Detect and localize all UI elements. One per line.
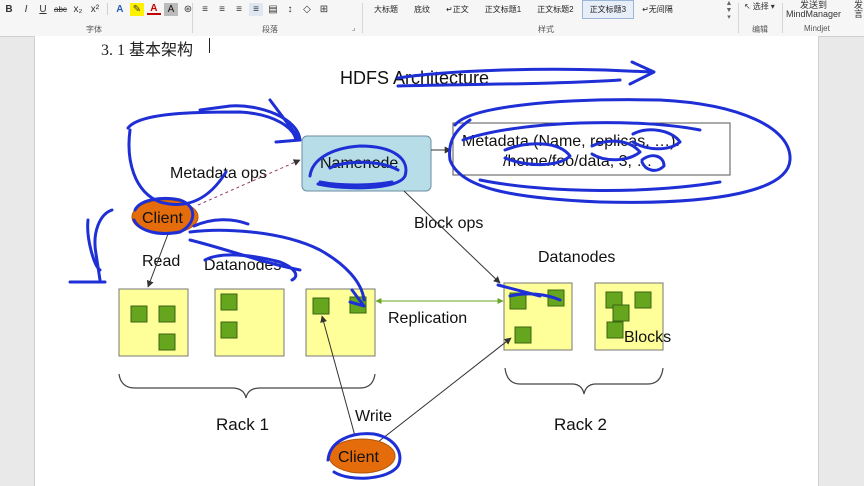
justify-icon[interactable]: ≡ bbox=[249, 2, 263, 16]
style-item[interactable]: 底纹 bbox=[414, 5, 430, 14]
ribbon-separator bbox=[106, 3, 108, 15]
block-square bbox=[514, 326, 532, 344]
metadata-ops-arrow bbox=[197, 159, 301, 206]
font-group-label: 字体 bbox=[86, 25, 102, 34]
block-square bbox=[220, 321, 238, 339]
align-left-icon[interactable]: ≡ bbox=[202, 3, 208, 15]
superscript-button[interactable]: x² bbox=[90, 3, 100, 15]
block-ops-label: Block ops bbox=[414, 215, 483, 232]
style-item[interactable]: 大标题 bbox=[374, 5, 398, 14]
select-button[interactable]: ↖选择▾ bbox=[744, 2, 775, 11]
metadata-line-2: /home/foo/data, 3, … bbox=[503, 153, 652, 170]
rack2-brace bbox=[504, 367, 664, 395]
ribbon: B I U abc x₂ x² A ✎ A A ⊛ 字体 ≡ ≡ ≡ ≡ ▤ ↕… bbox=[0, 0, 864, 37]
style-item[interactable]: ↵正文 bbox=[446, 5, 469, 14]
section-heading[interactable]: 3. 1 基本架构 bbox=[101, 42, 194, 59]
edit-group-label: 编辑 bbox=[752, 25, 768, 34]
read-label: Read bbox=[142, 253, 180, 270]
underline-button[interactable]: U bbox=[39, 3, 47, 15]
send-to-mindmanager-button[interactable]: 发送到 MindManager bbox=[786, 0, 842, 19]
ribbon-group-divider bbox=[782, 3, 783, 33]
ribbon-group-divider bbox=[192, 3, 193, 33]
rack1-label: Rack 1 bbox=[216, 415, 269, 434]
ribbon-group-divider bbox=[362, 3, 363, 33]
style-item-selected[interactable]: 正文标题3 bbox=[581, 0, 635, 19]
highlight-icon[interactable]: ✎ bbox=[129, 2, 144, 16]
rack2-label: Rack 2 bbox=[554, 415, 607, 434]
styles-group-label: 样式 bbox=[538, 25, 554, 34]
block-square bbox=[606, 321, 624, 339]
italic-button[interactable]: I bbox=[24, 3, 28, 15]
strikethrough-button[interactable]: abc bbox=[54, 4, 67, 14]
style-item[interactable]: 正文标题2 bbox=[537, 5, 574, 14]
align-center-icon[interactable]: ≡ bbox=[219, 3, 225, 15]
client-top-label: Client bbox=[142, 210, 183, 227]
chevron-down-icon: ▾ bbox=[770, 2, 775, 11]
block-square bbox=[158, 333, 176, 351]
paragraph-row: ≡ ≡ ≡ ≡ ▤ ↕ ◇ ⊞ bbox=[198, 2, 331, 16]
read-arrow bbox=[146, 233, 169, 288]
block-square bbox=[509, 292, 527, 310]
style-item[interactable]: ↵无间隔 bbox=[642, 5, 673, 14]
text-cursor bbox=[209, 38, 210, 53]
edit-tools: ↖选择▾ bbox=[744, 2, 775, 12]
shading-icon[interactable]: ◇ bbox=[303, 3, 311, 15]
block-square bbox=[220, 293, 238, 311]
block-ops-arrow bbox=[403, 190, 501, 284]
metadata-ops-label: Metadata ops bbox=[170, 165, 267, 182]
align-right-icon[interactable]: ≡ bbox=[236, 3, 242, 15]
font-format-row: B I U abc x₂ x² A ✎ A A ⊛ bbox=[2, 2, 195, 16]
block-square bbox=[130, 305, 148, 323]
char-shading-icon[interactable]: A bbox=[163, 2, 178, 16]
styles-gallery: 大标题 底纹 ↵正文 正文标题1 正文标题2 正文标题3 ↵无间隔 bbox=[366, 0, 681, 20]
datanodes-right-label: Datanodes bbox=[538, 249, 615, 266]
mindjet-group-label: Mindjet bbox=[804, 24, 830, 33]
blocks-label: Blocks bbox=[624, 329, 671, 346]
bold-button[interactable]: B bbox=[5, 3, 13, 15]
write-label: Write bbox=[355, 408, 392, 425]
borders-icon[interactable]: ⊞ bbox=[319, 3, 329, 15]
text-effect-icon[interactable]: A bbox=[116, 3, 124, 15]
pen-annotations bbox=[68, 60, 792, 480]
write-arrow-rack2 bbox=[377, 337, 512, 443]
line-spacing-icon[interactable]: ↕ bbox=[287, 3, 293, 15]
partial-ribbon-button[interactable]: 发 言 bbox=[854, 0, 864, 19]
block-square bbox=[612, 304, 630, 322]
gallery-scroll[interactable]: ▲▼▾ bbox=[725, 0, 733, 21]
rack1-brace bbox=[118, 373, 376, 399]
client-bottom-label: Client bbox=[338, 449, 379, 466]
block-square bbox=[158, 305, 176, 323]
ribbon-group-divider bbox=[738, 3, 739, 33]
enclose-char-icon[interactable]: ⊛ bbox=[183, 3, 193, 15]
font-color-icon[interactable]: A bbox=[146, 3, 161, 15]
document-page[interactable]: 3. 1 基本架构 bbox=[34, 36, 819, 486]
distributed-icon[interactable]: ▤ bbox=[268, 3, 278, 15]
write-arrow-rack1 bbox=[320, 315, 356, 437]
datanode-box bbox=[118, 288, 189, 357]
block-square bbox=[634, 291, 652, 309]
cursor-icon: ↖ bbox=[744, 2, 751, 11]
replication-label: Replication bbox=[388, 310, 467, 327]
block-square bbox=[312, 297, 330, 315]
paragraph-group-label: 段落 bbox=[262, 25, 278, 34]
dialog-launcher-icon[interactable]: ⌟ bbox=[352, 25, 356, 32]
subscript-button[interactable]: x₂ bbox=[73, 3, 83, 15]
style-item[interactable]: 正文标题1 bbox=[484, 5, 522, 14]
